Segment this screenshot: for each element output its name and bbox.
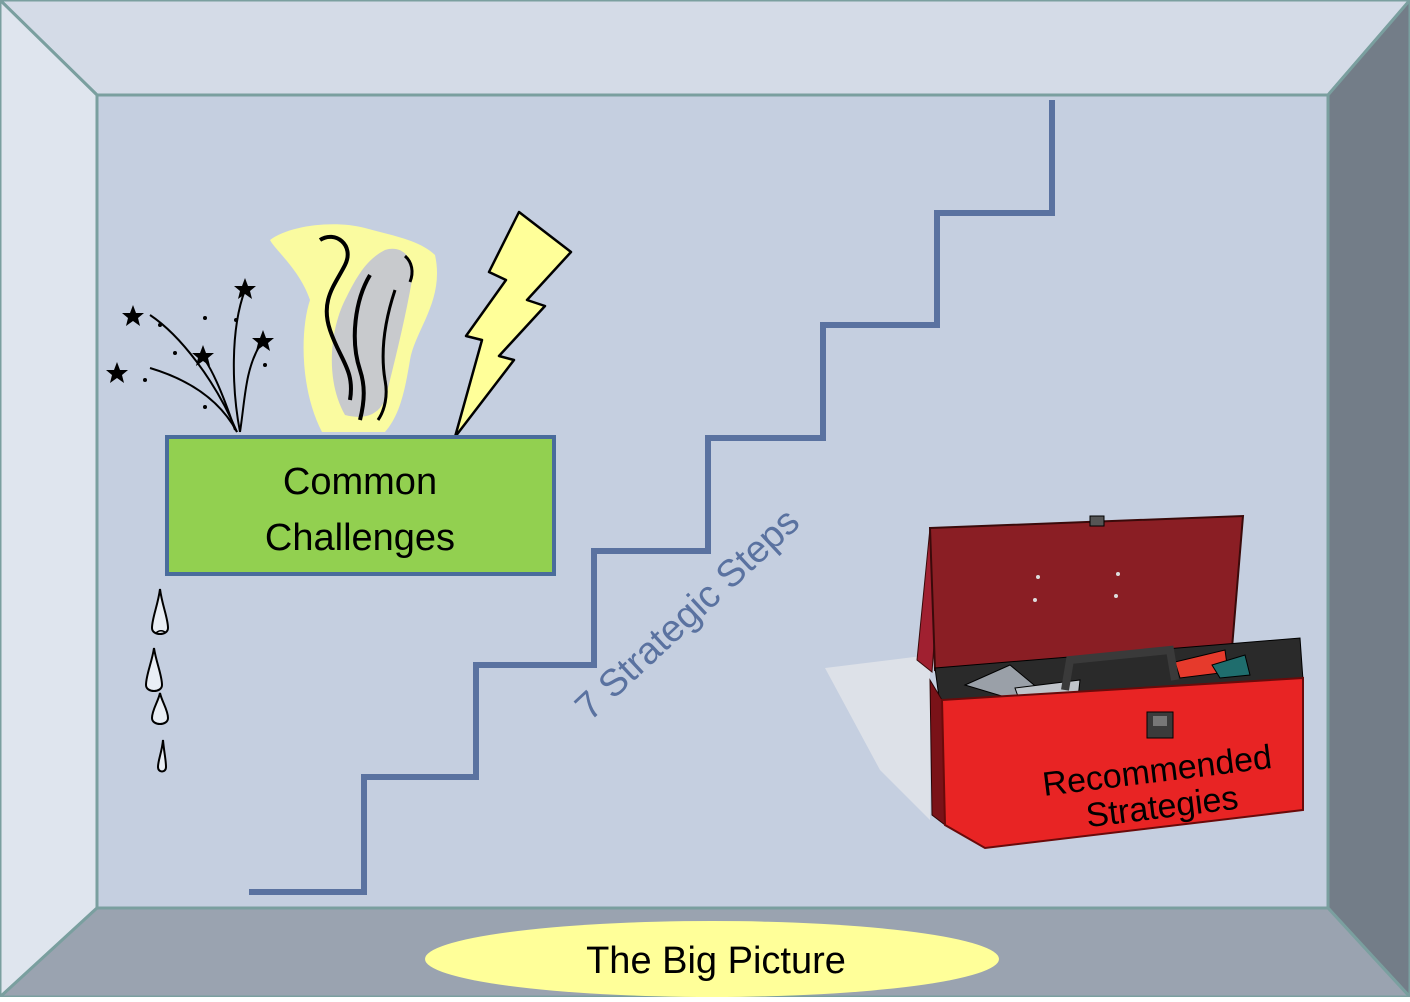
toolbox-icon: Recommended Strategies — [825, 514, 1304, 850]
footer-label: The Big Picture — [586, 940, 846, 982]
dripping-water-icon — [144, 588, 170, 773]
toolbox-body — [940, 676, 1304, 850]
right-wall — [1326, 0, 1410, 1000]
fireworks-icon — [106, 278, 274, 433]
lightning-icon — [453, 210, 573, 439]
footer-ellipse — [425, 921, 999, 997]
toolbox-shadow — [825, 655, 930, 820]
challenges-label-line1: Common — [283, 461, 437, 503]
ceiling — [0, 0, 1410, 97]
staircase — [249, 100, 1055, 895]
challenges-label-line2: Challenges — [265, 517, 455, 559]
left-wall — [0, 0, 99, 1000]
smoke-icon — [270, 224, 438, 432]
challenges-box — [165, 435, 556, 576]
